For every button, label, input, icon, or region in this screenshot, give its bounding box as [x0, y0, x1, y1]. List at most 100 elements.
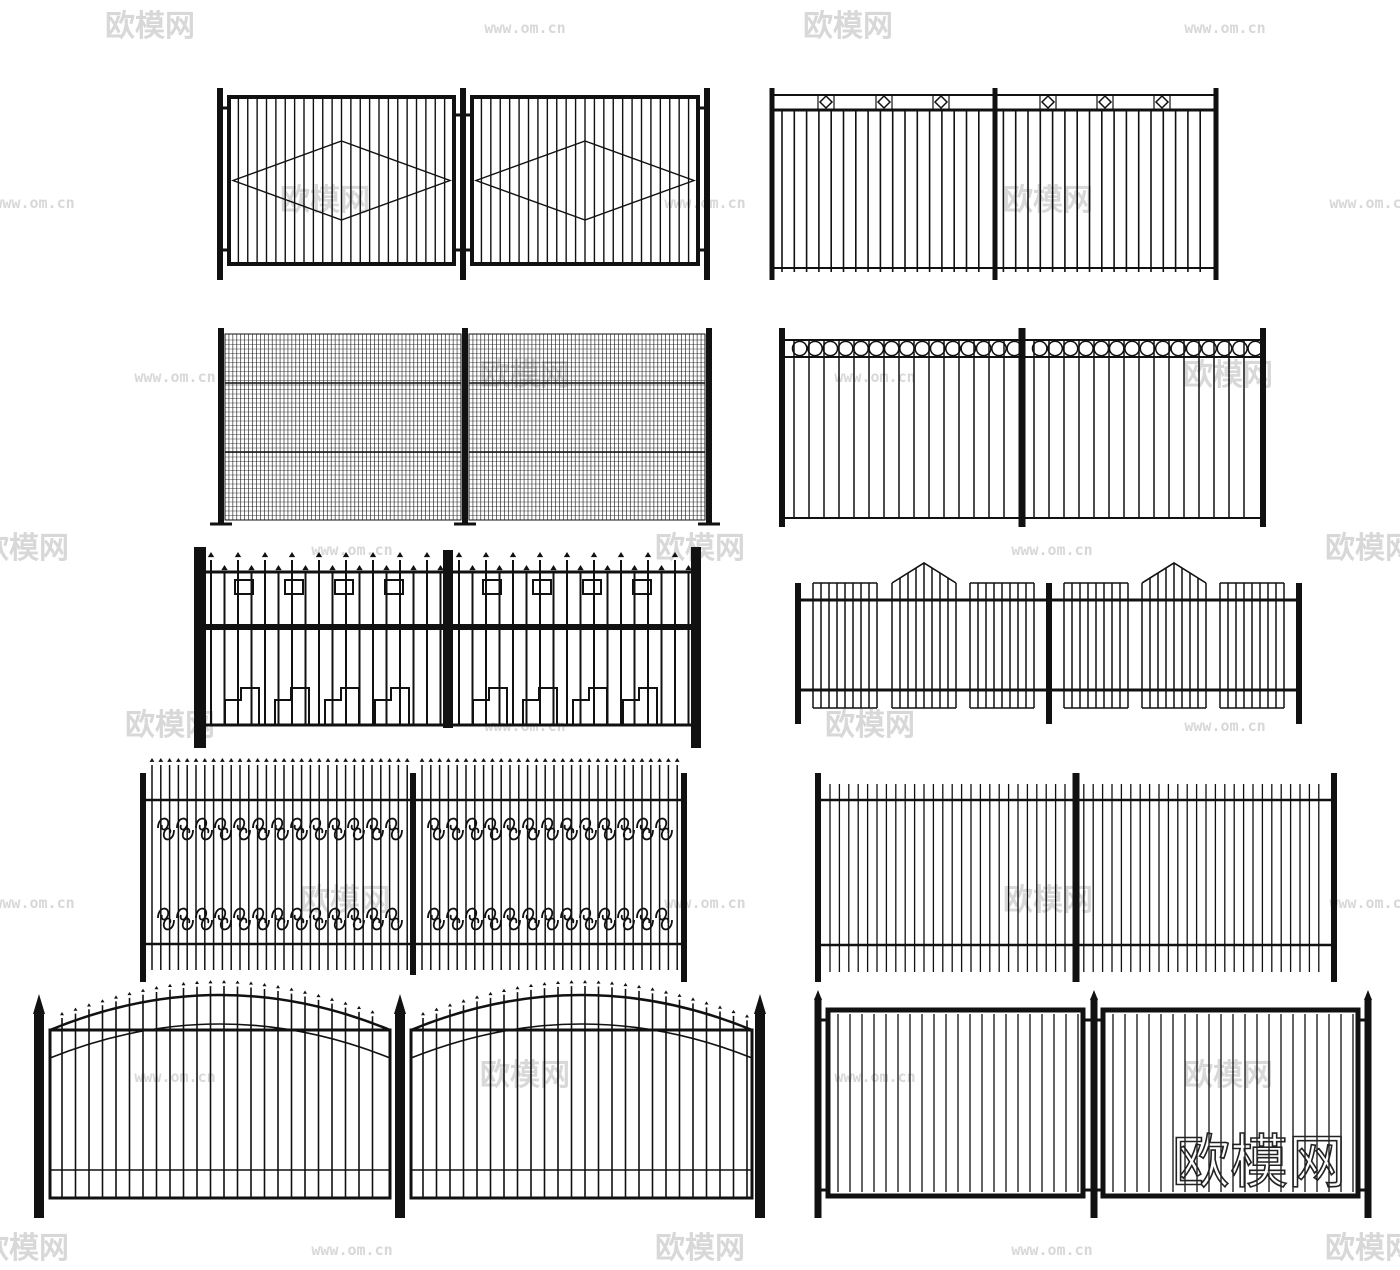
spear-tip: [481, 758, 486, 762]
scroll-ornament: [560, 817, 573, 831]
fence-post: [462, 328, 468, 525]
ring-ornament: [1006, 340, 1023, 357]
scroll-ornament: [176, 817, 189, 831]
spear-tip: [181, 982, 186, 986]
diamond-ornament: [818, 94, 834, 110]
spear-tip: [195, 980, 199, 985]
step-ornament: [572, 687, 608, 725]
scroll-ornament: [484, 907, 497, 921]
watermark-url: www.om.cn: [134, 368, 215, 386]
scroll-ornament: [157, 817, 170, 831]
scroll-ornament: [290, 817, 303, 831]
ring-ornament: [868, 340, 885, 357]
watermark-url: www.om.cn: [484, 19, 565, 37]
framed-panel-fence: [814, 990, 1372, 1218]
spear-tip: [630, 758, 636, 762]
spear-tip: [387, 758, 392, 762]
square-ornament: [284, 579, 304, 595]
scroll-ornament: [546, 917, 559, 931]
spear-tip: [657, 758, 662, 762]
scroll-ornament: [660, 917, 673, 931]
spear-tip: [604, 565, 611, 571]
ring-ornament: [914, 340, 931, 357]
spear-tip: [60, 1012, 64, 1016]
scroll-ornament: [470, 827, 483, 841]
spear-tip: [154, 986, 159, 990]
spear-tip: [731, 1009, 736, 1014]
spear-tip: [509, 552, 517, 558]
spear-tip: [498, 758, 504, 762]
spear-tip: [334, 758, 340, 762]
post-finial: [1090, 990, 1098, 1000]
spear-tip: [246, 758, 252, 762]
spear-tip: [421, 1012, 425, 1016]
spear-tip: [220, 758, 225, 762]
spear-tip: [255, 758, 260, 762]
fence-post: [779, 328, 785, 527]
arched-top-fence: [33, 980, 766, 1218]
ring-ornament: [807, 340, 823, 357]
fence-post: [795, 583, 801, 724]
spear-tip: [622, 758, 627, 762]
watermark-url: www.om.cn: [0, 894, 75, 912]
scroll-ornament: [489, 827, 502, 841]
spear-tip: [610, 981, 614, 985]
scroll-ornament: [219, 917, 232, 931]
spear-tip: [315, 552, 323, 558]
scroll-ornament: [257, 827, 270, 841]
spear-tip: [262, 983, 267, 987]
square-ornament: [384, 579, 404, 595]
watermark-brand: 欧模网: [480, 1058, 570, 1093]
spear-tip: [356, 565, 363, 571]
ring-ornament: [1077, 340, 1094, 357]
fence-post: [1296, 583, 1302, 724]
ring-ornament: [899, 340, 915, 357]
scroll-ornament: [427, 907, 440, 921]
spear-tip: [685, 565, 692, 571]
step-ornament: [324, 687, 360, 725]
spear-tip: [237, 758, 243, 762]
fence-post: [1364, 998, 1372, 1218]
scroll-ornament: [314, 917, 327, 931]
fences-layer: [33, 88, 1372, 1218]
watermark-brand: 欧模网: [0, 1231, 69, 1266]
scroll-ornament: [636, 907, 649, 921]
fence-post: [814, 998, 822, 1218]
diamond-ornament: [1040, 94, 1056, 110]
ring-ornament: [791, 340, 808, 357]
spear-tip: [281, 758, 287, 762]
spear-tip: [275, 565, 282, 571]
fence-post: [691, 547, 701, 748]
scroll-ornament: [598, 907, 611, 921]
scroll-ornament: [366, 817, 379, 831]
scroll-ornament: [503, 907, 516, 921]
scroll-ornament: [560, 907, 573, 921]
spear-tip: [560, 758, 566, 762]
scroll-ornament: [508, 827, 521, 841]
scroll-ornament: [157, 907, 170, 921]
ring-ornament: [1185, 340, 1202, 357]
scroll-ornament: [219, 827, 232, 841]
fence-post: [1331, 773, 1337, 982]
scroll-ornament: [328, 817, 341, 831]
spear-tip: [631, 565, 638, 571]
spear-tip: [370, 1010, 375, 1014]
spear-tip: [613, 758, 618, 762]
spear-tip: [434, 1007, 439, 1011]
scroll-ornament: [527, 917, 540, 931]
spear-tip: [536, 552, 544, 558]
scroll-ornament: [347, 907, 360, 921]
scroll-ornament: [176, 907, 189, 921]
spear-tip: [290, 758, 296, 762]
spear-tip: [276, 985, 280, 989]
ring-ornament: [1124, 340, 1141, 357]
ring-ornament: [853, 340, 869, 357]
fence-post: [218, 328, 224, 525]
spear-tip: [577, 565, 584, 571]
ring-ornament: [1093, 340, 1110, 357]
spear-tip: [235, 980, 240, 984]
scroll-ornament: [295, 827, 308, 841]
watermark-url: www.om.cn: [1184, 717, 1265, 735]
step-ornament: [522, 687, 558, 725]
square-ornament: [532, 579, 552, 595]
